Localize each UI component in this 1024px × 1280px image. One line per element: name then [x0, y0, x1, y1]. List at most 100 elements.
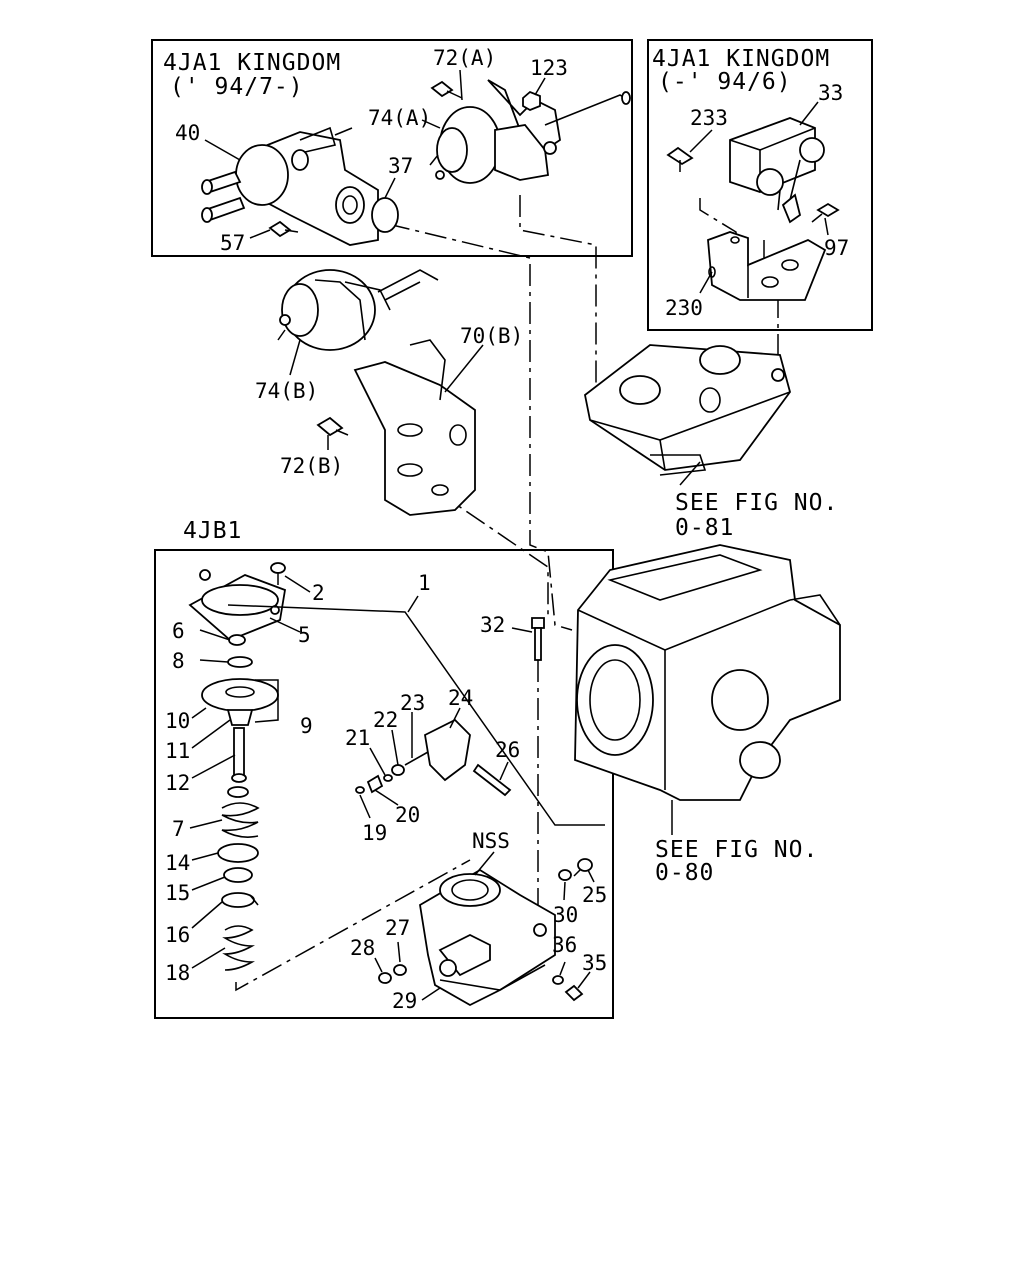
- callout-72a: 72(A): [433, 46, 496, 70]
- panel-title-4jb1: 4JB1: [183, 518, 242, 544]
- callout-28: 28: [350, 936, 375, 960]
- callout-19: 19: [362, 821, 387, 845]
- callout-9: 9: [300, 714, 313, 738]
- panel-title-4ja1-late: 4JA1 KINGDOM: [163, 50, 341, 76]
- part-70b-bracket: [353, 339, 476, 516]
- part-20-pin: [366, 774, 384, 794]
- callout-74b: 74(B): [255, 379, 318, 403]
- panel-subtitle-4ja1-late: (' 94/7-): [170, 74, 304, 100]
- part-30-washer: [558, 869, 572, 881]
- callout-21: 21: [345, 726, 370, 750]
- part-18-spring: [222, 925, 256, 971]
- part-26-pin: [472, 763, 512, 797]
- part-35-bolt: [564, 984, 584, 1002]
- part-12-shaft: [231, 727, 247, 783]
- callout-labels: 72(A) 123 74(A) 40 37 57 233 33 97 230 7…: [165, 46, 849, 1013]
- part-23-spring: [404, 751, 429, 766]
- part-233-screw: [666, 146, 694, 172]
- part-7-spring: [221, 786, 260, 838]
- part-24-lever: [424, 718, 471, 782]
- see-fig-080-line2: 0-80: [655, 860, 714, 886]
- part-16-clip: [221, 892, 259, 908]
- callout-25: 25: [582, 883, 607, 907]
- callout-11: 11: [165, 739, 190, 763]
- callout-74a: 74(A): [368, 106, 431, 130]
- callout-pointers: [189, 69, 829, 1001]
- callout-nss: NSS: [472, 829, 510, 853]
- injection-pump-body-fig-080: [574, 544, 841, 801]
- panel-4jb1: [154, 549, 614, 1019]
- callout-70b: 70(B): [460, 324, 523, 348]
- part-36-washer: [552, 975, 564, 985]
- see-fig-081-line2: 0-81: [675, 515, 734, 541]
- callout-32: 32: [480, 613, 505, 637]
- panel-subtitle-4ja1-early: (-' 94/6): [658, 69, 792, 95]
- callout-23: 23: [400, 691, 425, 715]
- part-74b-actuator: [277, 269, 439, 351]
- part-230-bracket: [707, 231, 827, 301]
- part-19-ring: [355, 786, 365, 794]
- callout-24: 24: [448, 686, 473, 710]
- part-6-nut: [228, 634, 246, 646]
- part-29-governor-housing: [419, 868, 556, 1007]
- part-33-lever-assembly: [729, 117, 825, 224]
- callout-30: 30: [553, 903, 578, 927]
- callout-26: 26: [495, 738, 520, 762]
- part-40-vacuum-pump: [201, 126, 379, 246]
- part-97-bolt: [811, 202, 840, 223]
- part-123-nut: [522, 90, 541, 111]
- callout-33: 33: [818, 81, 843, 105]
- callout-15: 15: [165, 881, 190, 905]
- see-fig-080-line1: SEE FIG NO.: [655, 837, 818, 863]
- callout-29: 29: [392, 989, 417, 1013]
- panel-title-4ja1-early: 4JA1 KINGDOM: [652, 46, 830, 72]
- part-25-bolt: [573, 858, 593, 877]
- panel-4ja1-94-7: [151, 39, 633, 257]
- part-74a-actuator: [429, 79, 631, 184]
- part-14-seal: [217, 843, 259, 863]
- callout-8: 8: [172, 649, 185, 673]
- callout-40: 40: [175, 121, 200, 145]
- part-10-diaphragm: [201, 678, 279, 712]
- callout-20: 20: [395, 803, 420, 827]
- callout-37: 37: [388, 154, 413, 178]
- part-28-plug: [378, 972, 392, 984]
- callout-36: 36: [552, 933, 577, 957]
- part-15-washer: [223, 867, 253, 883]
- panel-4ja1-94-6: [647, 39, 873, 331]
- callout-12: 12: [165, 771, 190, 795]
- callout-1: 1: [418, 571, 431, 595]
- callout-57: 57: [220, 231, 245, 255]
- callout-230: 230: [665, 296, 703, 320]
- callout-16: 16: [165, 923, 190, 947]
- part-8-washer: [227, 656, 253, 668]
- part-11-plate: [226, 709, 254, 726]
- part-5-cover: [188, 569, 287, 642]
- pump-cover-fig-081: [584, 344, 791, 476]
- callout-7: 7: [172, 817, 185, 841]
- part-32-bolt: [531, 617, 545, 661]
- part-2-screw: [270, 562, 286, 585]
- callout-18: 18: [165, 961, 190, 985]
- callout-22: 22: [373, 708, 398, 732]
- callout-14: 14: [165, 851, 190, 875]
- callout-72b: 72(B): [280, 454, 343, 478]
- part-37-o-ring: [371, 197, 399, 233]
- part-21-washer: [383, 774, 393, 782]
- part-72a-bolt: [430, 80, 463, 99]
- part-72b-bolt: [316, 416, 349, 437]
- part-27-ring: [393, 964, 407, 976]
- callout-10: 10: [165, 709, 190, 733]
- callout-97: 97: [824, 236, 849, 260]
- callout-2: 2: [312, 581, 325, 605]
- callout-123: 123: [530, 56, 568, 80]
- callout-5: 5: [298, 623, 311, 647]
- see-fig-081-line1: SEE FIG NO.: [675, 490, 838, 516]
- callout-35: 35: [582, 951, 607, 975]
- callout-27: 27: [385, 916, 410, 940]
- part-22-nut: [391, 764, 405, 776]
- callout-233: 233: [690, 106, 728, 130]
- callout-6: 6: [172, 619, 185, 643]
- part-57-bolt: [268, 220, 299, 238]
